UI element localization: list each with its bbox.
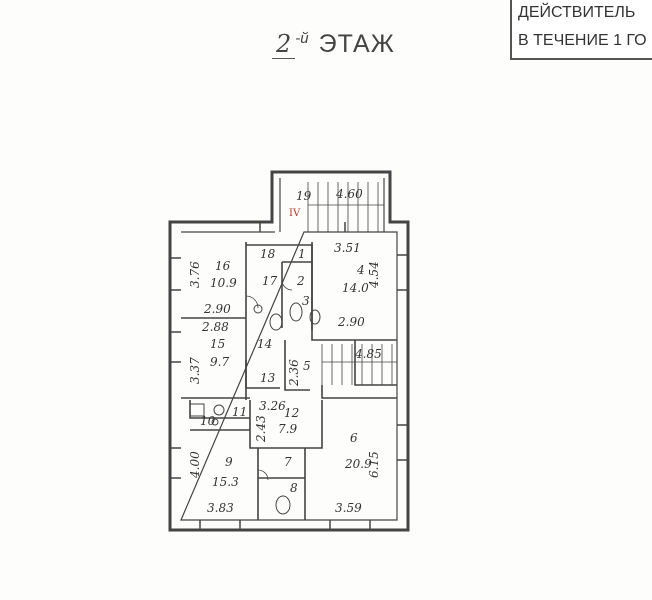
stamp-line-2: В ТЕЧЕНИЕ 1 ГО [518,32,647,49]
room-3-number: 3 [302,294,310,308]
validity-stamp: ДЕЙСТВИТЕЛЬ В ТЕЧЕНИЕ 1 ГО [510,0,652,60]
floor-suffix: -й [295,30,309,47]
room-19-mark: IV [289,208,301,219]
dim-4-00: 4.00 [188,451,202,479]
dim-2-43: 2.43 [254,415,268,443]
dim-2-88: 2.88 [201,320,229,334]
room-1-number: 1 [298,247,306,261]
dim-4-85: 4.85 [354,347,382,361]
dim-3-83: 3.83 [207,501,234,515]
dim-3-59: 3.59 [335,501,362,515]
room-4-number: 4 [356,263,365,277]
floor-label: ЭТАЖ [318,30,395,58]
dim-2-90-right: 2.90 [337,315,365,329]
room-16-number: 16 [215,259,231,273]
room-7-number: 7 [284,455,292,469]
dim-6-15: 6.15 [367,451,381,478]
room-11-number: 11 [232,405,247,419]
room-15-number: 15 [210,337,225,351]
floor-title: 2-й ЭТАЖ [272,30,395,59]
room-9-number: 9 [225,455,233,469]
room-12-area: 7.9 [278,422,297,436]
room-8-number: 8 [290,481,298,495]
room-12-number: 12 [284,406,299,420]
room-6-number: 6 [350,431,358,445]
dim-4-60: 4.60 [335,187,363,201]
dim-3-51: 3.51 [334,241,361,255]
room-17-number: 17 [262,274,278,288]
floor-number: 2 [272,30,296,59]
stamp-line-1: ДЕЙСТВИТЕЛЬ [518,4,636,21]
room-15-area: 9.7 [210,355,229,369]
room-6-area: 20.9 [344,457,372,471]
dim-3-76: 3.76 [188,261,202,288]
dim-2-90-left: 2.90 [203,302,231,316]
dim-2-36: 2.36 [287,359,301,387]
room-5-number: 5 [303,359,311,373]
room-14-number: 14 [257,337,272,351]
room-2-number: 2 [296,274,305,288]
dimension-labels: 4.60 3.51 4.54 2.90 3.76 2.90 2.88 3.37 … [188,187,382,515]
dim-3-26: 3.26 [259,399,286,413]
room-16-area: 10.9 [210,276,237,290]
room-19-number: 19 [296,189,312,203]
room-13-number: 13 [260,371,276,385]
dim-3-37: 3.37 [188,357,202,384]
room-9-area: 15.3 [212,475,239,489]
room-4-area: 14.0 [342,281,369,295]
dim-4-54: 4.54 [367,261,381,289]
room-18-number: 18 [260,247,276,261]
room-labels: 19 IV 1 18 17 2 3 4 14.0 16 10.9 15 9.7 … [200,189,372,495]
room-10-number: 10 [200,414,216,428]
